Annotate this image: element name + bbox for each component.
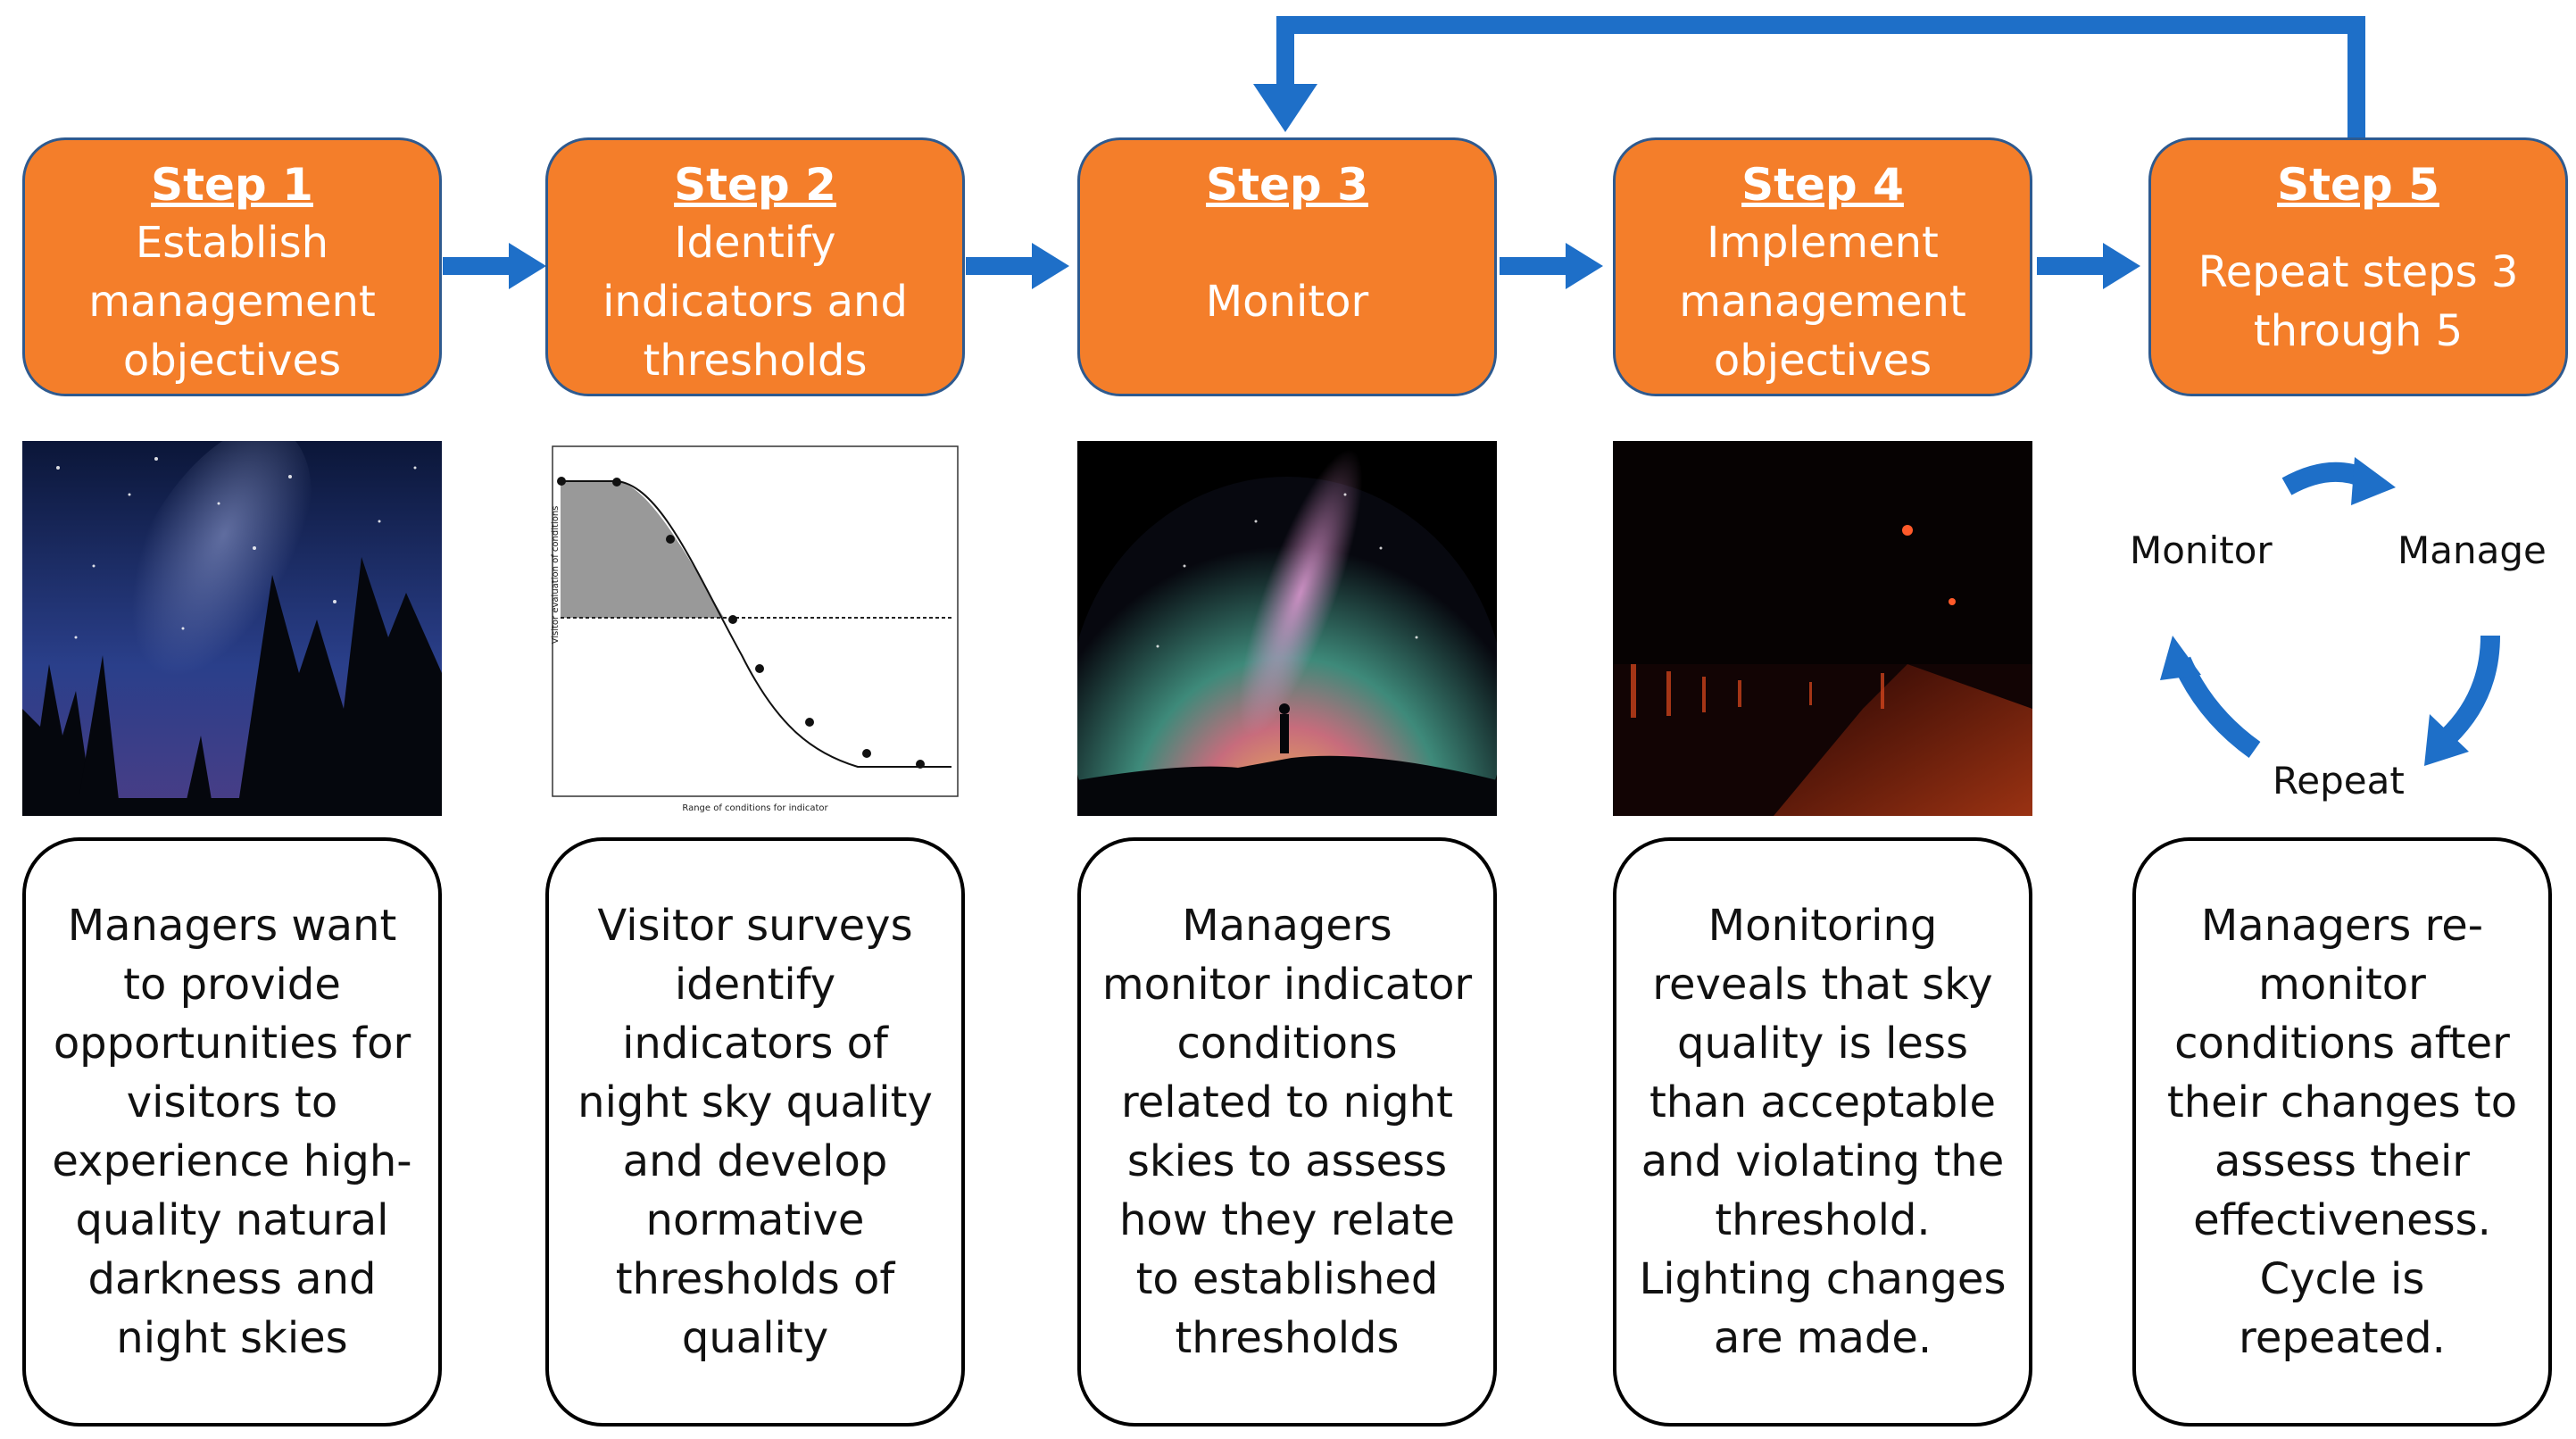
cycle-arrowhead-top	[2351, 457, 2396, 505]
description-step-1: Managers want to provide opportunities f…	[22, 837, 442, 1427]
step-3-box: Step 3 Monitor	[1077, 137, 1497, 396]
arrow-step4-to-step5	[2037, 243, 2140, 289]
step-1-label: Establish management objectives	[88, 218, 376, 386]
step-1-title: Step 1	[151, 159, 313, 211]
step-3-title: Step 3	[1206, 159, 1368, 211]
norm-curve	[561, 480, 951, 768]
cycle-arrows	[2172, 462, 2500, 758]
description-step-3: Managers monitor indicator conditions re…	[1077, 837, 1497, 1427]
step-3-label: Monitor	[1205, 277, 1369, 327]
cycle-label-manage: Manage	[2397, 528, 2547, 572]
step-5-title: Step 5	[2277, 159, 2439, 211]
step-5-label: Repeat steps 3 through 5	[2198, 247, 2519, 356]
acceptable-region-shade	[561, 481, 724, 618]
arrow-step1-to-step2	[443, 243, 546, 289]
cycle-label-repeat: Repeat	[2273, 759, 2405, 803]
arrow-step3-to-step4	[1500, 243, 1603, 289]
description-step-2: Visitor surveys identify indicators of n…	[545, 837, 965, 1427]
milky-way-person-photo	[1077, 441, 1497, 816]
step-2-title: Step 2	[674, 159, 836, 211]
person-silhouette	[1279, 703, 1290, 753]
description-step-5: Managers re- monitor conditions after th…	[2132, 837, 2552, 1427]
arrow-step2-to-step3	[966, 243, 1069, 289]
step-4-title: Step 4	[1741, 159, 1904, 211]
graph-x-label: Range of conditions for indicator	[682, 803, 828, 813]
cycle-arrowhead-left	[2160, 636, 2201, 680]
step-4-label: Implement management objectives	[1679, 218, 1966, 386]
cycle-arrowhead-right	[2424, 714, 2469, 766]
graph-y-label: Visitor evaluation of conditions	[551, 506, 561, 645]
step-2-box: Step 2 Identify indicators and threshold…	[545, 137, 965, 396]
description-step-4: Monitoring reveals that sky quality is l…	[1613, 837, 2032, 1427]
red-lit-street-night-photo	[1613, 441, 2032, 816]
feedback-loop-arrow	[1253, 16, 2365, 139]
step-5-box: Step 5 Repeat steps 3 through 5	[2148, 137, 2568, 396]
step-1-box: Step 1 Establish management objectives	[22, 137, 442, 396]
step-4-box: Step 4 Implement management objectives	[1613, 137, 2032, 396]
threshold-curve-graph: Visitor evaluation of conditions Range o…	[545, 441, 965, 816]
cycle-arrow-right	[2440, 635, 2500, 744]
step-2-label: Identify indicators and thresholds	[602, 218, 908, 386]
milky-way-forest-photo	[22, 441, 442, 816]
cycle-label-monitor: Monitor	[2130, 528, 2273, 572]
